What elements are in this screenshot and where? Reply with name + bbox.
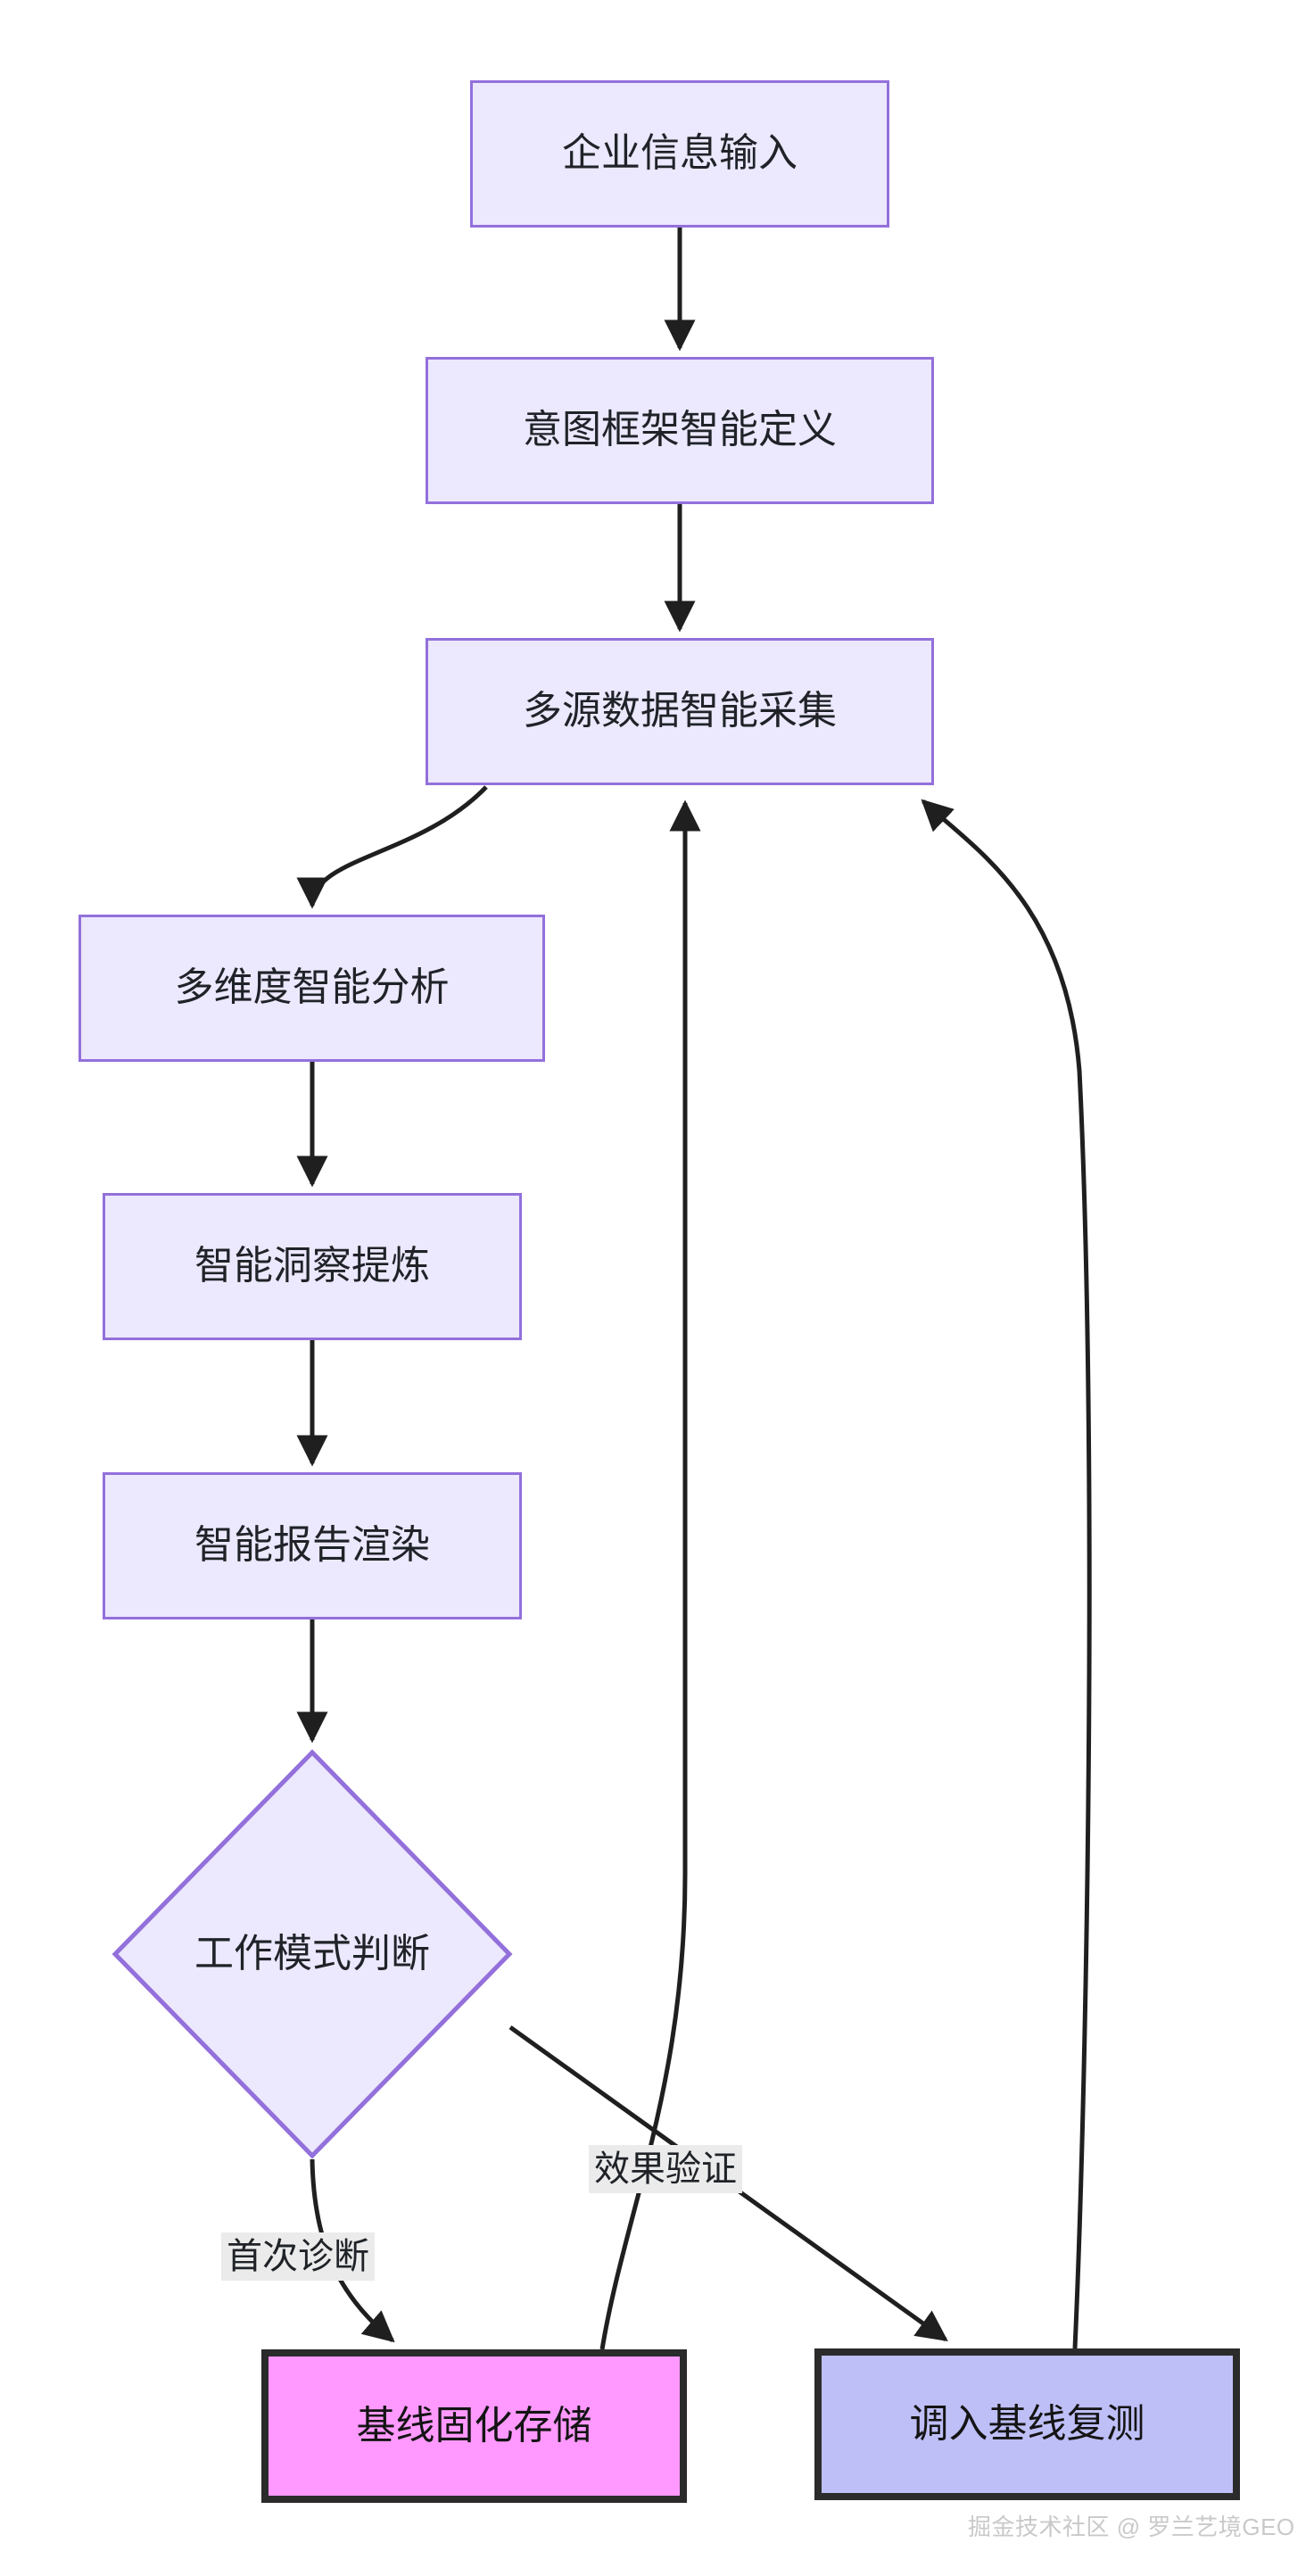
node-label: 调入基线复测 (909, 2401, 1145, 2446)
node-insight-extraction[interactable]: 智能洞察提炼 (103, 1193, 522, 1340)
watermark-text: 掘金技术社区 @ 罗兰艺境GEO (968, 2514, 1295, 2540)
edge-label-first-diagnosis: 首次诊断 (221, 2232, 375, 2281)
node-label: 多维度智能分析 (174, 965, 450, 1010)
edge-label-effect-validation: 效果验证 (589, 2145, 742, 2193)
node-label: 意图框架智能定义 (523, 408, 837, 452)
node-label: 企业信息输入 (562, 131, 797, 176)
node-work-mode-decision[interactable]: 工作模式判断 (112, 1749, 513, 2159)
node-report-rendering[interactable]: 智能报告渲染 (103, 1472, 522, 1619)
edge-n9-n3 (921, 799, 1092, 2349)
node-label: 智能报告渲染 (194, 1523, 430, 1568)
node-multidimensional-analysis[interactable]: 多维度智能分析 (79, 915, 545, 1062)
node-label: 智能洞察提炼 (194, 1244, 430, 1288)
edge-n3-n4 (296, 785, 488, 909)
node-label: 多源数据智能采集 (523, 689, 837, 733)
node-intent-framework-definition[interactable]: 意图框架智能定义 (426, 357, 934, 504)
edge-n8-n3 (599, 799, 701, 2350)
node-baseline-retest[interactable]: 调入基线复测 (814, 2348, 1240, 2500)
diamond-shape (112, 1749, 513, 2159)
node-label: 工作模式判断 (194, 1931, 430, 1975)
node-enterprise-info-input[interactable]: 企业信息输入 (470, 80, 889, 228)
node-baseline-storage[interactable]: 基线固化存储 (261, 2349, 687, 2503)
node-label: 基线固化存储 (356, 2403, 592, 2448)
node-multisource-data-collection[interactable]: 多源数据智能采集 (426, 638, 934, 785)
